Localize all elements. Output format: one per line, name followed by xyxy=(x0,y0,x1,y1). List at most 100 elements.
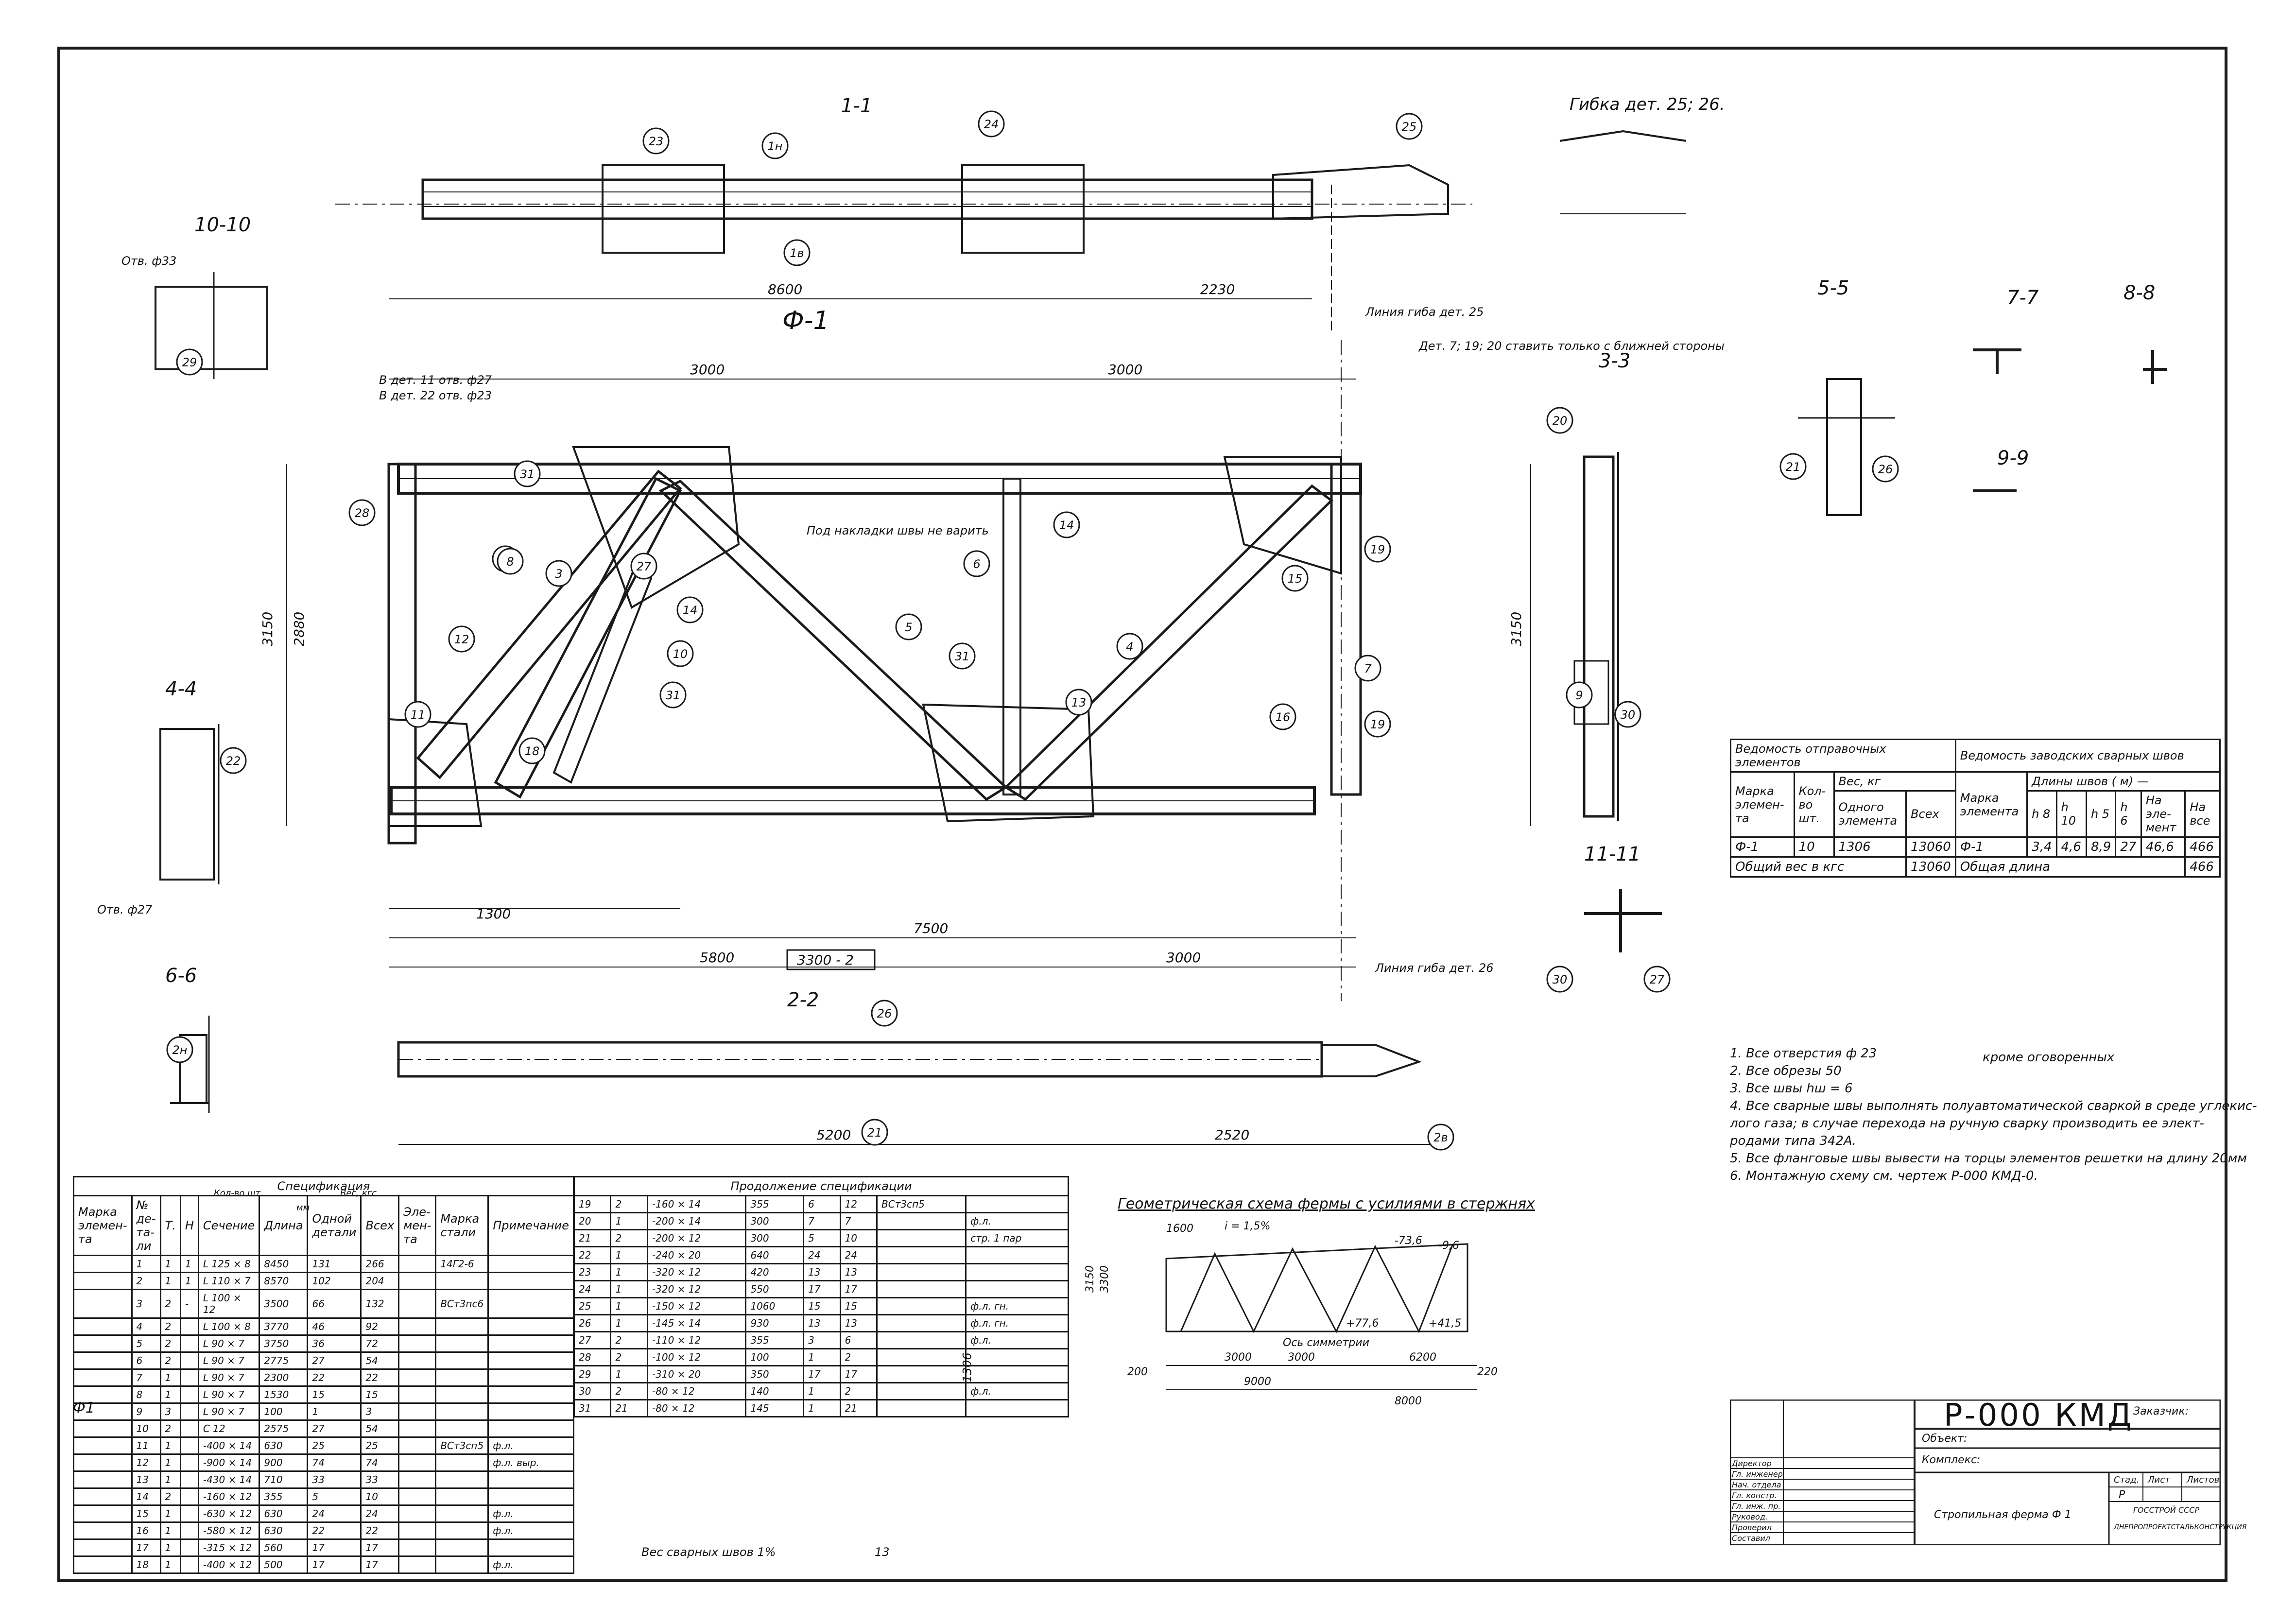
callout-det-note: Дет. 7; 19; 20 ставить только с ближней … xyxy=(1418,339,1725,353)
col-all: Всех xyxy=(1905,790,1956,838)
cell: L 125 × 8 xyxy=(197,1255,260,1273)
cell: 630 xyxy=(259,1504,309,1523)
cell: 26 xyxy=(573,1314,612,1332)
cell: ф.л. xyxy=(487,1436,574,1455)
detail-balloon xyxy=(783,239,811,266)
cell xyxy=(876,1246,967,1264)
cell: 1530 xyxy=(259,1385,309,1404)
welds-label: Вес сварных швов 1% xyxy=(641,1545,776,1559)
detail-balloon xyxy=(871,1000,898,1027)
cell: 22 xyxy=(360,1521,400,1540)
cell xyxy=(435,1521,489,1540)
drawing-code: Р-000 КМД xyxy=(1944,1398,2134,1434)
cell xyxy=(73,1555,133,1574)
cell: L 100 × 12 xyxy=(197,1289,260,1319)
cell: 2 xyxy=(610,1348,648,1366)
cell xyxy=(398,1470,437,1489)
cell: 140 xyxy=(745,1382,805,1400)
cell: 54 xyxy=(360,1351,400,1370)
cell xyxy=(876,1297,967,1315)
stamp-object: Объект: xyxy=(1922,1433,1968,1445)
cell: 550 xyxy=(745,1280,805,1298)
stamp-stage-lbl: Стад. xyxy=(2114,1475,2140,1485)
cell: 24 xyxy=(307,1504,362,1523)
detail-balloon-label: 18 xyxy=(525,744,540,758)
cell: 17 xyxy=(131,1538,161,1557)
cell: 2 xyxy=(159,1289,181,1319)
scheme-slope: i = 1,5% xyxy=(1225,1220,1270,1232)
cell: 25 xyxy=(307,1436,362,1455)
detail-balloon-label: 19 xyxy=(1370,543,1385,556)
cell: Ф-1 xyxy=(1954,836,2028,858)
cell: 1 xyxy=(803,1348,841,1366)
stamp-role: Руковод. xyxy=(1732,1512,1768,1521)
cell: 1 xyxy=(159,1453,181,1472)
cell: -580 × 12 xyxy=(197,1521,260,1540)
detail-balloon-label: 22 xyxy=(226,754,241,768)
detail-balloon xyxy=(176,348,203,376)
detail-balloon xyxy=(1364,536,1391,563)
cell: 24 xyxy=(573,1280,612,1298)
detail-balloon xyxy=(659,681,687,708)
cell: 710 xyxy=(259,1470,309,1489)
cell: 466 xyxy=(2184,836,2221,858)
detail-balloon xyxy=(1643,966,1671,993)
cell: L 90 × 7 xyxy=(197,1334,260,1353)
stamp-sheet-lbl: Лист xyxy=(2148,1475,2170,1485)
cell xyxy=(965,1365,1069,1383)
cell: 3 xyxy=(159,1402,181,1421)
detail-balloon xyxy=(1614,701,1641,728)
cell: 8,9 xyxy=(2085,836,2117,858)
weights-table-title: Ведомость отправочных элементов xyxy=(1730,739,1956,773)
detail-balloon-label: 21 xyxy=(1786,460,1801,474)
cell: 74 xyxy=(360,1453,400,1472)
cell: 1 xyxy=(159,1272,181,1290)
scheme-title: Геометрическая схема фермы с усилиями в … xyxy=(1118,1195,1535,1212)
cell: 640 xyxy=(745,1246,805,1264)
cell: С 12 xyxy=(197,1419,260,1438)
cell xyxy=(398,1368,437,1387)
cell xyxy=(73,1289,133,1319)
cell: 14 xyxy=(131,1487,161,1506)
cell: 23 xyxy=(573,1263,612,1281)
detail-balloon-label: 12 xyxy=(454,633,469,646)
cell xyxy=(487,1487,574,1506)
cell: L 110 × 7 xyxy=(197,1272,260,1290)
cell: 3,4 xyxy=(2026,836,2057,858)
detail-balloon xyxy=(1116,633,1143,660)
cell xyxy=(398,1402,437,1421)
cell: 5 xyxy=(131,1334,161,1353)
stamp-role: Составил xyxy=(1732,1534,1770,1543)
col-per-all: На все xyxy=(2184,790,2221,838)
cell: 17 xyxy=(839,1280,878,1298)
cell: 7 xyxy=(839,1212,878,1230)
cell: 1 xyxy=(803,1382,841,1400)
cell: 20 xyxy=(573,1212,612,1230)
detail-balloon xyxy=(514,460,541,487)
cell xyxy=(73,1487,133,1506)
cell xyxy=(435,1402,489,1421)
cell xyxy=(435,1385,489,1404)
cell: 74 xyxy=(307,1453,362,1472)
cell: 46 xyxy=(307,1317,362,1336)
cell: 10 xyxy=(839,1229,878,1247)
cell: 3500 xyxy=(259,1289,309,1319)
cell: 1 xyxy=(610,1365,648,1383)
spec-h-section: Сечение xyxy=(197,1195,260,1256)
cell xyxy=(435,1504,489,1523)
cell: Общая длина xyxy=(1954,856,2186,878)
detail-balloon xyxy=(978,110,1005,138)
cell: 8450 xyxy=(259,1255,309,1273)
cell: -160 × 12 xyxy=(197,1487,260,1506)
cell: 66 xyxy=(307,1289,362,1319)
cell: 1 xyxy=(131,1255,161,1273)
cell xyxy=(435,1555,489,1574)
cell xyxy=(398,1504,437,1523)
spec-h-no: № де- та- ли xyxy=(131,1195,161,1256)
